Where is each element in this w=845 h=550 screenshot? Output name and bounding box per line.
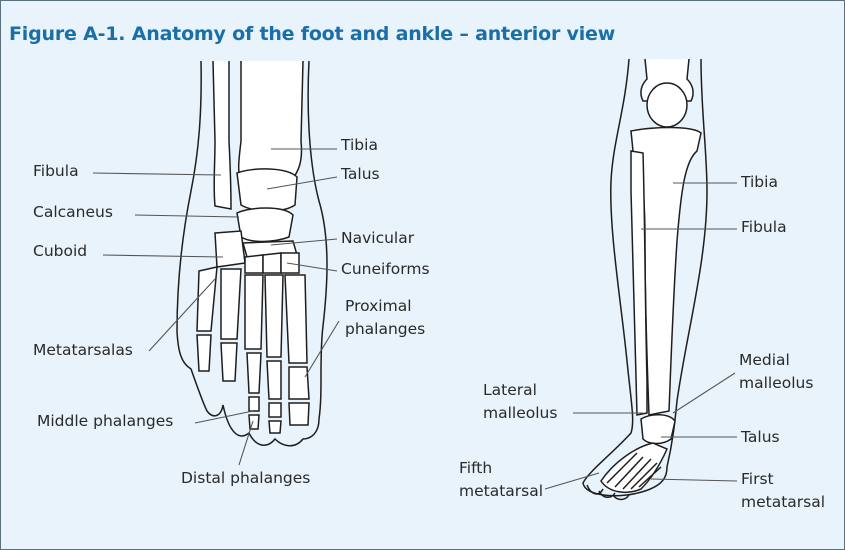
foot-leader-middle-phalanges	[195, 411, 253, 423]
label-foot-cuboid: Cuboid	[33, 242, 87, 261]
foot-leader-distal-phalanges	[239, 421, 253, 465]
foot-proximal-phalanx-3	[247, 353, 261, 393]
foot-cuneiform-1	[245, 255, 263, 273]
label-leg-fifth-metatarsal-line2: metatarsal	[459, 482, 543, 501]
label-foot-talus: Talus	[341, 165, 380, 184]
foot-distal-phalanx-3	[249, 415, 259, 429]
label-foot-metatarsalas: Metatarsalas	[33, 341, 133, 360]
foot-middle-phalanx-2	[269, 403, 281, 417]
label-leg-fibula: Fibula	[741, 218, 787, 237]
label-leg-first-metatarsal-line1: First	[741, 470, 774, 489]
foot-proximal-phalanx-2	[267, 361, 281, 399]
foot-proximal-phalanx-5	[197, 335, 211, 371]
leg-leader-fifth-metatarsal	[545, 473, 599, 489]
foot-distal-phalanx-1	[289, 403, 309, 425]
label-leg-lateral-malleolus-line1: Lateral	[483, 381, 537, 400]
label-leg-lateral-malleolus-line2: malleolus	[483, 404, 557, 423]
foot-middle-phalanx-3	[249, 397, 259, 411]
label-foot-navicular: Navicular	[341, 229, 414, 248]
label-leg-talus: Talus	[741, 428, 780, 447]
foot-cuboid-bone	[215, 231, 245, 267]
leg-fibula-bone	[631, 151, 647, 415]
foot-metatarsal-2	[265, 275, 283, 357]
foot-fibula-bone	[213, 61, 231, 209]
foot-proximal-phalanx-4	[221, 343, 237, 381]
leg-talus-bone	[641, 415, 675, 444]
leg-patella-bone	[647, 83, 687, 127]
label-foot-calcaneus: Calcaneus	[33, 203, 113, 222]
label-foot-middle-phalanges: Middle phalanges	[37, 412, 173, 431]
foot-leader-cuboid	[103, 255, 223, 257]
foot-calcaneus-bone	[237, 208, 293, 242]
label-leg-medial-malleolus-line1: Medial	[739, 351, 790, 370]
foot-metatarsal-3	[245, 275, 263, 349]
foot-drawing	[93, 61, 339, 465]
foot-metatarsal-5	[197, 267, 217, 331]
foot-metatarsal-1	[285, 275, 307, 363]
label-leg-fifth-metatarsal-line1: Fifth	[459, 459, 492, 478]
label-foot-proximal-phalanges-line2: phalanges	[345, 320, 425, 339]
label-leg-tibia: Tibia	[741, 173, 778, 192]
foot-leader-fibula	[93, 173, 221, 175]
foot-tibia-bone	[239, 61, 303, 181]
label-foot-distal-phalanges: Distal phalanges	[181, 469, 310, 488]
label-foot-tibia: Tibia	[341, 136, 378, 155]
label-foot-cuneiforms: Cuneiforms	[341, 260, 430, 279]
label-leg-first-metatarsal-line2: metatarsal	[741, 493, 825, 512]
label-foot-proximal-phalanges-line1: Proximal	[345, 297, 412, 316]
label-foot-fibula: Fibula	[33, 162, 79, 181]
leg-leader-medial-malleolus	[673, 373, 735, 413]
foot-distal-phalanx-2	[269, 421, 281, 433]
label-leg-medial-malleolus-line2: malleolus	[739, 374, 813, 393]
leg-drawing	[545, 59, 737, 500]
foot-proximal-phalanx-1	[289, 367, 309, 399]
foot-cuneiform-2	[263, 253, 281, 273]
foot-talus-bone	[237, 169, 297, 211]
foot-metatarsal-4	[221, 269, 241, 339]
